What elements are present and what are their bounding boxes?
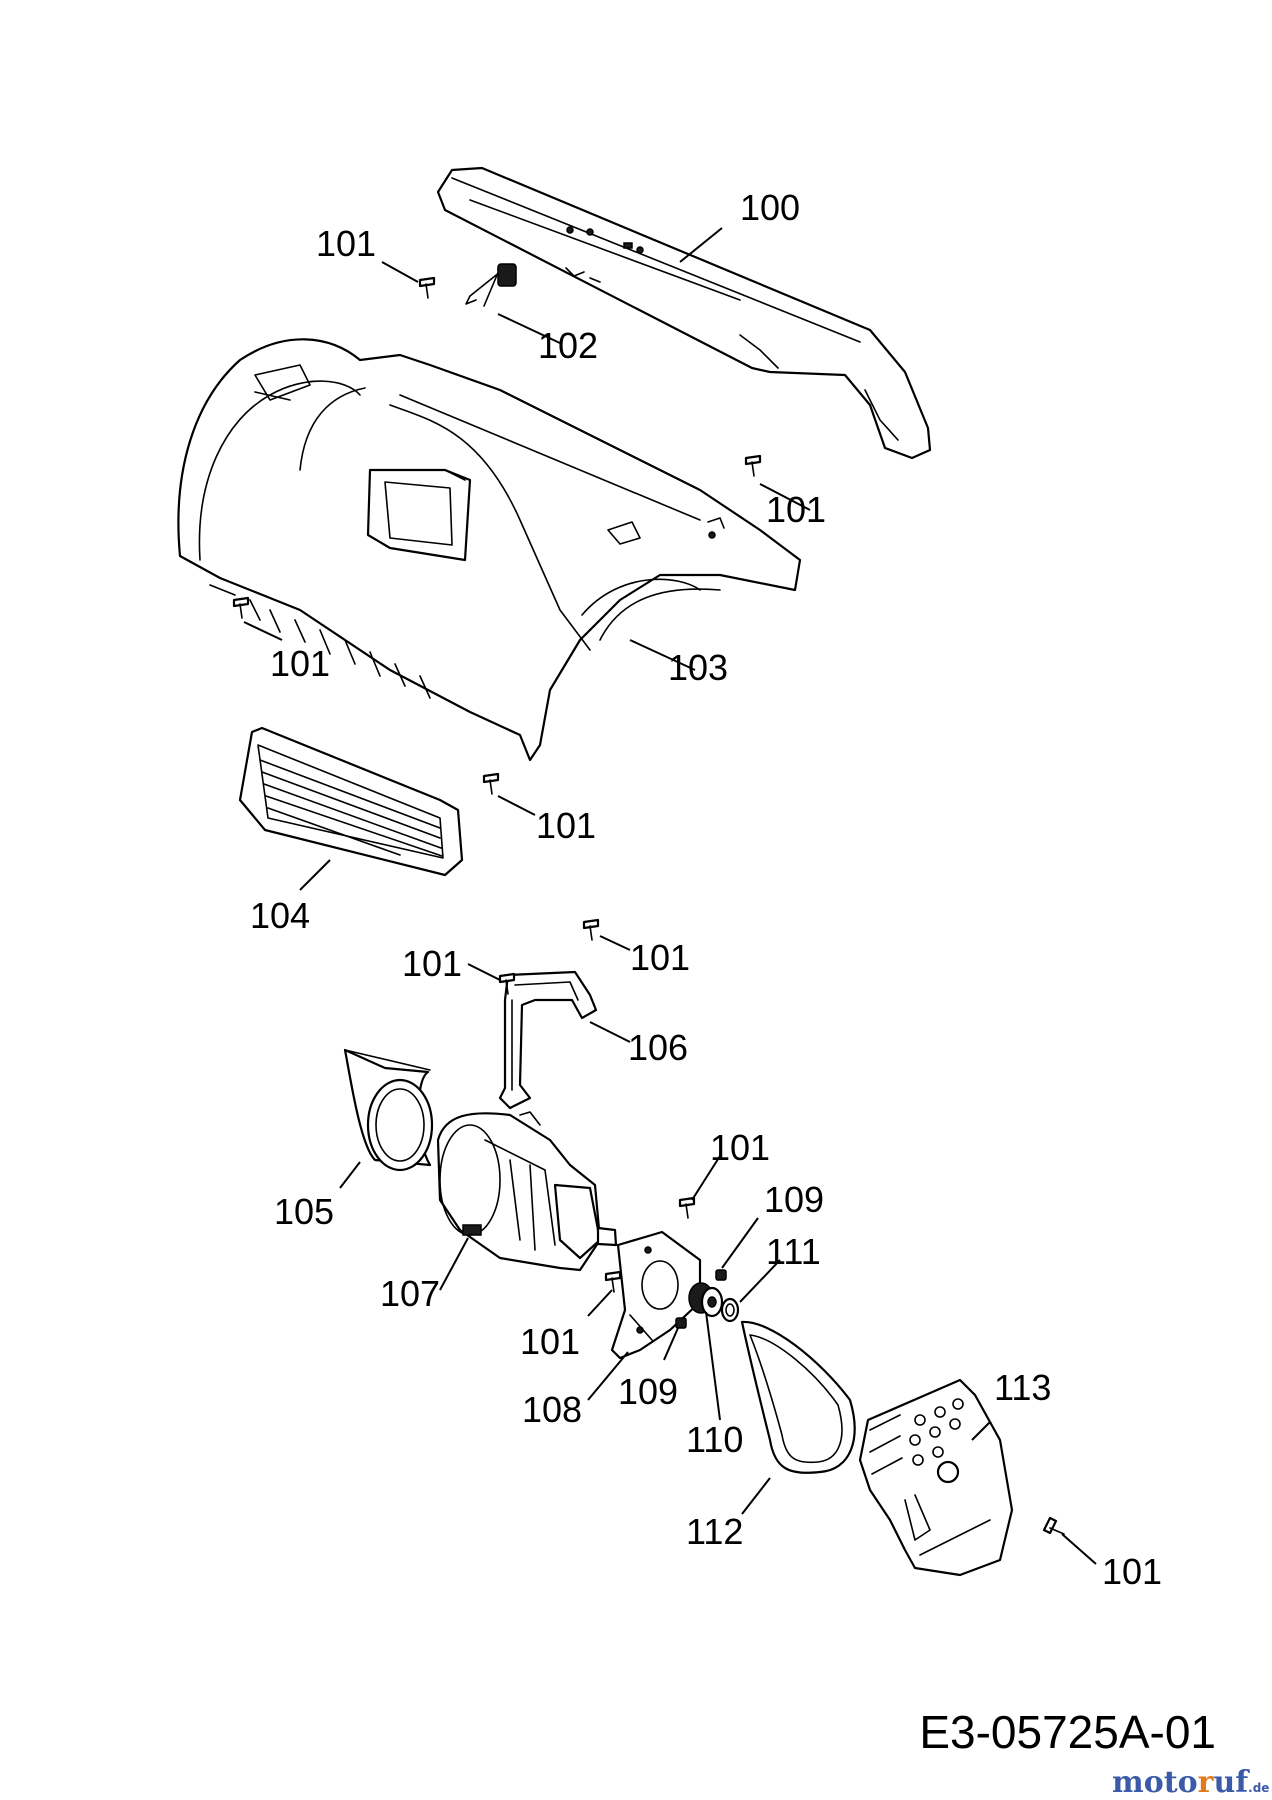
part-106-bracket (498, 970, 598, 1110)
part-104-grille (238, 726, 464, 877)
label-101: 101 (316, 223, 376, 264)
drawing-code: E3-05725A-01 (919, 1706, 1216, 1758)
label-104: 104 (250, 895, 310, 936)
screw-101-f (582, 918, 600, 941)
part-112-belt (740, 1320, 856, 1474)
part-109-nut-upper (715, 1269, 727, 1281)
label-101: 101 (402, 943, 462, 984)
label-103: 103 (668, 647, 728, 688)
part-108-plate (610, 1230, 702, 1360)
part-107-motor (436, 1111, 618, 1272)
screw-101-i (1042, 1516, 1065, 1535)
part-111-washer (720, 1297, 740, 1323)
part-110-pulley (688, 1282, 724, 1318)
part-labels: 100 101 102 101 101 103 101 104 101 101 … (250, 187, 1162, 1592)
watermark-logo: motoruf.de (1112, 1765, 1269, 1800)
screw-101-d (482, 772, 500, 795)
label-109: 109 (618, 1371, 678, 1412)
screw-101-g (678, 1196, 696, 1219)
label-106: 106 (628, 1027, 688, 1068)
label-111: 111 (766, 1231, 821, 1272)
label-112: 112 (686, 1511, 743, 1552)
label-107: 107 (380, 1273, 440, 1314)
label-108: 108 (522, 1389, 582, 1430)
part-102-spring (465, 263, 517, 307)
svg-text:motoruf.de: motoruf.de (1112, 1765, 1269, 1800)
screw-101-h (604, 1270, 622, 1293)
part-100-handle (436, 166, 932, 460)
label-102: 102 (538, 325, 598, 366)
label-101: 101 (536, 805, 596, 846)
label-110: 110 (686, 1419, 743, 1460)
part-105-ring (343, 1048, 434, 1172)
part-109-nut-lower (675, 1317, 687, 1329)
part-113-cover (858, 1378, 1014, 1577)
screw-101-a (418, 276, 436, 299)
label-100: 100 (740, 187, 800, 228)
screw-101-b (744, 454, 762, 477)
label-101: 101 (766, 489, 826, 530)
label-101: 101 (630, 937, 690, 978)
label-101: 101 (1102, 1551, 1162, 1592)
label-101: 101 (710, 1127, 770, 1168)
label-113: 113 (994, 1367, 1051, 1408)
label-109: 109 (764, 1179, 824, 1220)
label-101: 101 (270, 643, 330, 684)
leader-lines (243, 227, 1097, 1565)
label-101: 101 (520, 1321, 580, 1362)
part-103-housing (177, 338, 802, 762)
screw-101-c (232, 596, 250, 619)
label-105: 105 (274, 1191, 334, 1232)
